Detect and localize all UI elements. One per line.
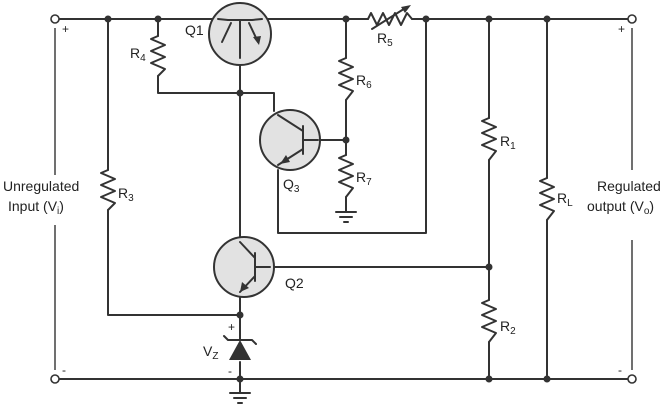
ground-symbols bbox=[229, 211, 357, 404]
junction-rl-top bbox=[543, 15, 551, 23]
transistor-q2-arrow bbox=[240, 282, 249, 292]
junction-r1-top bbox=[485, 15, 493, 23]
junction-r3-top bbox=[104, 15, 112, 23]
junction-ground bbox=[236, 375, 244, 383]
r4-label: R4 bbox=[130, 45, 146, 64]
output-plus-label: + bbox=[618, 22, 625, 36]
terminal-guides bbox=[54, 28, 633, 370]
q1-label: Q1 bbox=[185, 22, 204, 38]
terminals bbox=[50, 14, 637, 384]
zener-label: VZ bbox=[203, 343, 218, 362]
transistor-q1-c-lead bbox=[221, 22, 232, 43]
transistor-q1-collector bbox=[217, 18, 229, 21]
resistor-r5-variable-arrow bbox=[371, 6, 408, 30]
transistor-q2-body bbox=[213, 236, 275, 298]
junction-loop-top bbox=[422, 15, 430, 23]
r4-bottom-wire bbox=[157, 75, 275, 112]
transistor-q2-collector bbox=[239, 241, 256, 259]
transistor-q3 bbox=[259, 109, 321, 171]
zener-triangle bbox=[229, 340, 251, 360]
r2-label: R2 bbox=[500, 318, 516, 337]
resistor-r4 bbox=[150, 35, 166, 77]
input-minus-terminal bbox=[50, 374, 60, 384]
transistor-q3-body bbox=[259, 109, 321, 171]
resistor-r5-arrowhead bbox=[401, 5, 411, 13]
zener-diode bbox=[223, 329, 257, 360]
resistor-r6 bbox=[338, 57, 354, 101]
junction-zener-top bbox=[236, 311, 244, 319]
resistor-rl bbox=[539, 177, 555, 221]
r3-bottom-wire bbox=[107, 209, 241, 316]
r7-label: R7 bbox=[356, 169, 372, 188]
q3-emitter-loop bbox=[277, 18, 427, 234]
zener-minus-label: - bbox=[228, 364, 232, 378]
output-label-line1: Regulated bbox=[597, 178, 661, 194]
resistor-r5 bbox=[367, 12, 413, 26]
resistor-r2 bbox=[481, 299, 497, 343]
r3-label: R3 bbox=[118, 185, 134, 204]
junction-q1-emitter bbox=[236, 89, 244, 97]
transistor-q3-arrow bbox=[280, 155, 290, 164]
transistor-q1-arrow bbox=[253, 36, 261, 45]
zener-plus-label: + bbox=[228, 320, 235, 334]
r6-label: R6 bbox=[356, 72, 372, 91]
junction-r6-top bbox=[342, 15, 350, 23]
input-plus-terminal bbox=[50, 14, 60, 24]
ground-symbol-main bbox=[229, 392, 251, 404]
transistor-q2 bbox=[213, 236, 275, 298]
junction-divider-mid bbox=[342, 136, 350, 144]
resistor-r3 bbox=[100, 169, 116, 211]
labels: + - + - Unregulated Input (Vi) Regulated… bbox=[3, 22, 661, 378]
junction-q2-base bbox=[485, 263, 493, 271]
transistor-q1-emitter-in bbox=[251, 18, 263, 21]
input-plus-label: + bbox=[62, 22, 69, 36]
junction-r4-top bbox=[154, 15, 162, 23]
input-minus-label: - bbox=[62, 363, 66, 377]
transistor-q1 bbox=[208, 2, 272, 66]
rl-label: RL bbox=[557, 190, 573, 209]
ground-symbol-r7 bbox=[335, 211, 357, 223]
output-minus-label: - bbox=[618, 363, 622, 377]
input-label-line2: Input (Vi) bbox=[8, 198, 64, 217]
junctions bbox=[104, 15, 551, 383]
r5-label: R5 bbox=[377, 30, 393, 49]
resistors bbox=[100, 5, 555, 343]
junction-r2-bottom bbox=[485, 375, 493, 383]
resistor-r7 bbox=[338, 154, 354, 198]
input-label-line1: Unregulated bbox=[3, 178, 79, 194]
q2-label: Q2 bbox=[285, 275, 304, 291]
output-minus-terminal bbox=[627, 374, 637, 384]
q3-label: Q3 bbox=[283, 176, 300, 195]
resistor-r1 bbox=[481, 117, 497, 161]
output-label-line2: output (Vo) bbox=[587, 198, 654, 217]
junction-rl-bottom bbox=[543, 375, 551, 383]
output-plus-terminal bbox=[627, 14, 637, 24]
r1-label: R1 bbox=[500, 133, 516, 152]
wires bbox=[54, 18, 633, 393]
transistor-q3-collector bbox=[277, 114, 304, 132]
